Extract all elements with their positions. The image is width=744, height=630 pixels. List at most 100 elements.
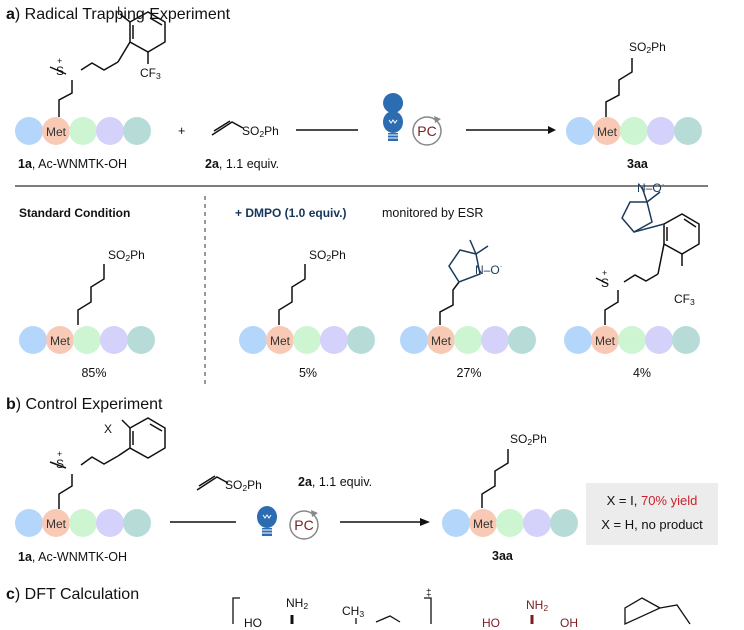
dft-product-ho: HO [482,616,500,630]
svg-text:PC: PC [294,517,313,533]
peptide-bead [69,117,97,145]
reactant-1a-b-label: 1a, Ac-WNMTK-OH [18,550,128,564]
yield-dmpo-3: 4% [632,366,652,380]
peptide-bead [400,326,428,354]
peptide-bead [442,509,470,537]
peptide-bead [127,326,155,354]
peptide-1a-b: Met [15,509,151,537]
peptide-3aa: Met [566,117,702,145]
section-a-title: a) Radical Trapping Experiment [6,6,231,23]
peptide-bead [123,509,151,537]
peptide-bead [96,117,124,145]
peptide-3aa-b: Met [442,509,578,537]
peptide-bead [674,117,702,145]
met-bead-label: Met [431,334,452,348]
peptide-standard: Met [19,326,155,354]
bond-2a-vinyl [211,120,244,136]
transition-state-symbol: ‡ [426,588,432,599]
peptide-bead [427,326,455,354]
bond-27pct-chain [439,281,460,325]
peptide-bead [73,326,101,354]
dft-ts-nh2: NH2 [286,596,309,612]
ring-4pct [663,213,700,255]
peptide-bead [618,326,646,354]
dft-product-structure [530,597,691,626]
peptide-bead [508,326,536,354]
bond-b-chain [58,474,73,509]
peptide-bead [69,509,97,537]
yield-standard: 85% [81,366,107,380]
peptide-bead [42,117,70,145]
peptide-bead [647,117,675,145]
bond-std-chain [77,264,105,325]
met-bead-label: Met [46,517,67,531]
peptide-bead [347,326,375,354]
peptide-bead [566,117,594,145]
peptide-bead [293,326,321,354]
bond-1a-ethyl [80,61,119,71]
product-3aa-formula: SO2Ph [629,40,666,56]
peptide-bead [496,509,524,537]
peptide-bead [15,117,43,145]
met-bead-label: Met [270,334,291,348]
dft-ts-ho: HO [244,616,262,630]
peptide-bead [672,326,700,354]
peptide-bead [46,326,74,354]
reagent-2a-b-label: 2a, 1.1 equiv. [298,475,373,489]
sulfonium-label: S+ [56,56,65,78]
dft-ts-ch3: CH3 [342,604,365,620]
peptide-bead [42,509,70,537]
peptide-bead [123,117,151,145]
met-bead-label: Met [46,125,67,139]
arrowhead-b [420,518,430,526]
yield-dmpo-1: 5% [298,366,318,380]
bond-b-3aa-chain [481,449,509,508]
peptide-bead [96,509,124,537]
result-x-hydrogen: X = H, no product [601,517,703,532]
peptide-bead [593,117,621,145]
sulfonium-4-label: S+ [601,268,610,290]
x-substituent-label: X [104,422,113,436]
ring-dmpo-27 [448,249,481,283]
peptide-bead [15,509,43,537]
std-product-formula: SO2Ph [108,248,145,264]
peptide-bead [523,509,551,537]
peptide-bead [19,326,47,354]
sulfonium-b-label: S+ [56,449,65,471]
dmpo-27-no-label: N–O· [475,262,503,277]
reagent-2a-label: 2a, 1.1 equiv. [205,157,280,171]
bond-4pct-chain [604,290,619,325]
iodo-label: I [117,4,121,18]
peptide-bead [239,326,267,354]
ring-b [129,417,166,459]
dft-product-nh2: NH2 [526,598,549,614]
cf3-label: CF3 [140,66,161,82]
dft-product-oh: OH [560,616,578,630]
reactant-1a-label: 1a, Ac-WNMTK-OH [18,157,128,171]
peptide-bead [454,326,482,354]
product-3aa-label: 3aa [627,157,648,171]
peptide-bead [320,326,348,354]
peptide-1a: Met [15,117,151,145]
section-b-title: b) Control Experiment [6,396,163,413]
yield-dmpo-2: 27% [456,366,482,380]
bond-1a-chain [58,80,73,117]
lightbulb-icon-b [257,506,277,536]
product-3aa-b-label: 3aa [492,549,513,563]
peptide-bead [645,326,673,354]
dft-ts-structure [232,597,432,624]
dmpo-5pct-formula: SO2Ph [309,248,346,264]
peptide-bead [481,326,509,354]
lightbulb-icon [383,93,404,141]
esr-note: monitored by ESR [382,206,484,220]
dmpo-adducts [448,186,665,283]
cf3-4-label: CF3 [674,292,695,308]
section-c-title: c) DFT Calculation [6,586,140,603]
standard-condition-header: Standard Condition [19,206,131,220]
ring-1a [129,11,166,53]
photocatalyst-cycle-icon-b: PC [289,510,319,540]
peptide-bead [550,509,578,537]
control-results-box: X = I, 70% yield X = H, no product [586,483,718,545]
peptide-dmpo-4: Met [564,326,700,354]
